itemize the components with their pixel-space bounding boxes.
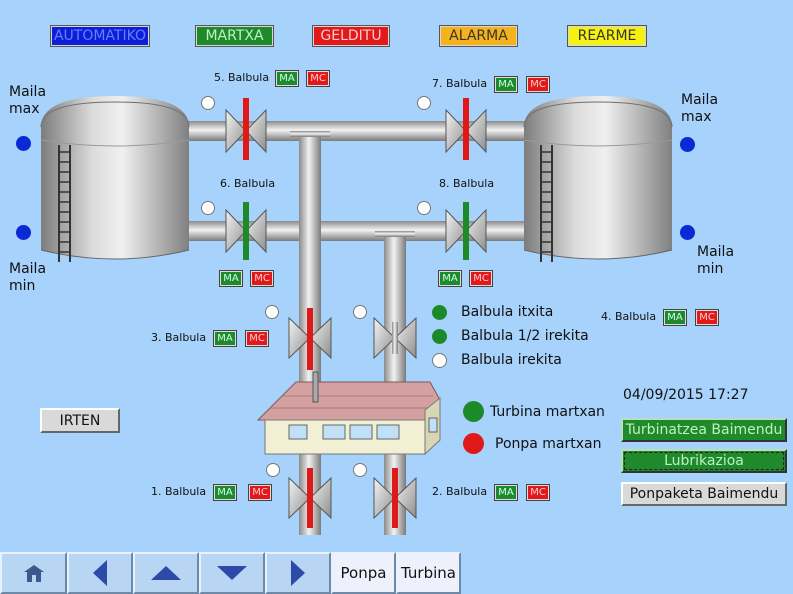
valve-7-mc-button[interactable]: MC <box>526 76 550 93</box>
valve-3-mc-button[interactable]: MC <box>245 330 269 347</box>
valve-3-ma-button[interactable]: MA <box>213 330 237 347</box>
home-nav-button[interactable] <box>0 552 67 594</box>
ponpa-status-indicator <box>463 433 484 454</box>
valve-6-indicator <box>201 201 215 215</box>
valve-7-indicator <box>417 96 431 110</box>
valve-3-label: 3. Balbula <box>151 331 207 344</box>
arrow-left-icon <box>93 560 107 586</box>
right-tank-min-indicator <box>680 225 695 240</box>
valve-6-mc-button[interactable]: MC <box>250 270 274 287</box>
valve-2-ma-button[interactable]: MA <box>494 484 518 501</box>
valve-2-label: 2. Balbula <box>432 485 488 498</box>
valve-3-indicator <box>265 305 279 319</box>
lubrikazioa-button[interactable]: Lubrikazioa <box>621 449 787 473</box>
valve-5 <box>225 98 267 160</box>
valve-6 <box>225 202 267 260</box>
valve-3 <box>288 308 332 370</box>
right-tank-max-indicator <box>680 137 695 152</box>
ponpa-nav-button[interactable]: Ponpa <box>331 552 396 594</box>
right-tank-max-label: Maila max <box>681 92 719 125</box>
valve-4-indicator <box>353 305 367 319</box>
pipe-middle <box>185 221 530 241</box>
valve-4-ma-button[interactable]: MA <box>663 309 687 326</box>
left-tank-max-indicator <box>16 136 31 151</box>
valve-4-mc-button[interactable]: MC <box>695 309 719 326</box>
left-tank-min-indicator <box>16 225 31 240</box>
right-tank <box>523 96 673 262</box>
gelditu-button[interactable]: GELDITU <box>312 25 390 47</box>
left-tank <box>40 96 190 262</box>
valve-7-ma-button[interactable]: MA <box>494 76 518 93</box>
valve-1-ma-button[interactable]: MA <box>213 484 237 501</box>
legend-half-label: Balbula 1/2 irekita <box>461 328 589 344</box>
valve-2-mc-button[interactable]: MC <box>526 484 550 501</box>
irten-button[interactable]: IRTEN <box>40 408 120 433</box>
left-tank-max-label: Maila max <box>9 84 47 117</box>
valve-5-mc-button[interactable]: MC <box>306 70 330 87</box>
ponpaketa-baimendu-button[interactable]: Ponpaketa Baimendu <box>621 482 787 506</box>
valve-6-ma-button[interactable]: MA <box>219 270 243 287</box>
valve-7 <box>445 98 487 160</box>
valve-8-ma-button[interactable]: MA <box>438 270 462 287</box>
legend-irekita-indicator <box>432 353 447 368</box>
turbina-nav-button[interactable]: Turbina <box>396 552 461 594</box>
left-tank-min-label: Maila min <box>9 261 47 294</box>
arrow-down-icon <box>217 566 247 580</box>
ponpa-status-label: Ponpa martxan <box>495 436 602 452</box>
valve-8-label: 8. Balbula <box>439 177 495 190</box>
previous-nav-button[interactable] <box>67 552 133 594</box>
pipe-top <box>185 121 530 141</box>
up-nav-button[interactable] <box>133 552 199 594</box>
alarma-button[interactable]: ALARMA <box>439 25 518 47</box>
home-icon <box>23 565 44 582</box>
valve-5-ma-button[interactable]: MA <box>275 70 299 87</box>
turbina-status-label: Turbina martxan <box>490 404 605 420</box>
rearme-button[interactable]: REARME <box>567 25 647 47</box>
turbina-status-indicator <box>463 401 484 422</box>
valve-2 <box>373 468 417 528</box>
valve-7-label: 7. Balbula <box>432 77 488 90</box>
martxa-button[interactable]: MARTXA <box>195 25 274 47</box>
next-nav-button[interactable] <box>265 552 331 594</box>
process-diagram <box>40 96 673 535</box>
down-nav-button[interactable] <box>199 552 265 594</box>
valve-8-mc-button[interactable]: MC <box>469 270 493 287</box>
valve-1-indicator <box>266 463 280 477</box>
valve-1-mc-button[interactable]: MC <box>248 484 272 501</box>
valve-1 <box>288 468 332 528</box>
legend-irekita-label: Balbula irekita <box>461 352 562 368</box>
arrow-right-icon <box>291 560 305 586</box>
valve-8-indicator <box>417 201 431 215</box>
datetime-display: 04/09/2015 17:27 <box>623 387 749 403</box>
right-tank-min-label: Maila min <box>697 244 735 277</box>
power-house <box>256 371 441 456</box>
legend-itxita-indicator <box>432 305 447 320</box>
valve-5-label: 5. Balbula <box>214 71 270 84</box>
valve-1-label: 1. Balbula <box>151 485 207 498</box>
legend-itxita-label: Balbula itxita <box>461 304 554 320</box>
turbinatzea-baimendu-button[interactable]: Turbinatzea Baimendu <box>621 418 787 442</box>
valve-2-indicator <box>353 463 367 477</box>
pipe-right-vertical <box>384 231 406 391</box>
valve-8 <box>445 202 487 260</box>
arrow-up-icon <box>151 566 181 580</box>
automatiko-button[interactable]: AUTOMATIKO <box>50 25 150 47</box>
pipe-left-vertical <box>299 131 321 391</box>
valve-6-label: 6. Balbula <box>220 177 276 190</box>
valve-4-label: 4. Balbula <box>601 310 657 323</box>
valve-4-vertical <box>373 316 417 360</box>
valve-5-indicator <box>201 96 215 110</box>
legend-half-indicator <box>432 329 447 344</box>
